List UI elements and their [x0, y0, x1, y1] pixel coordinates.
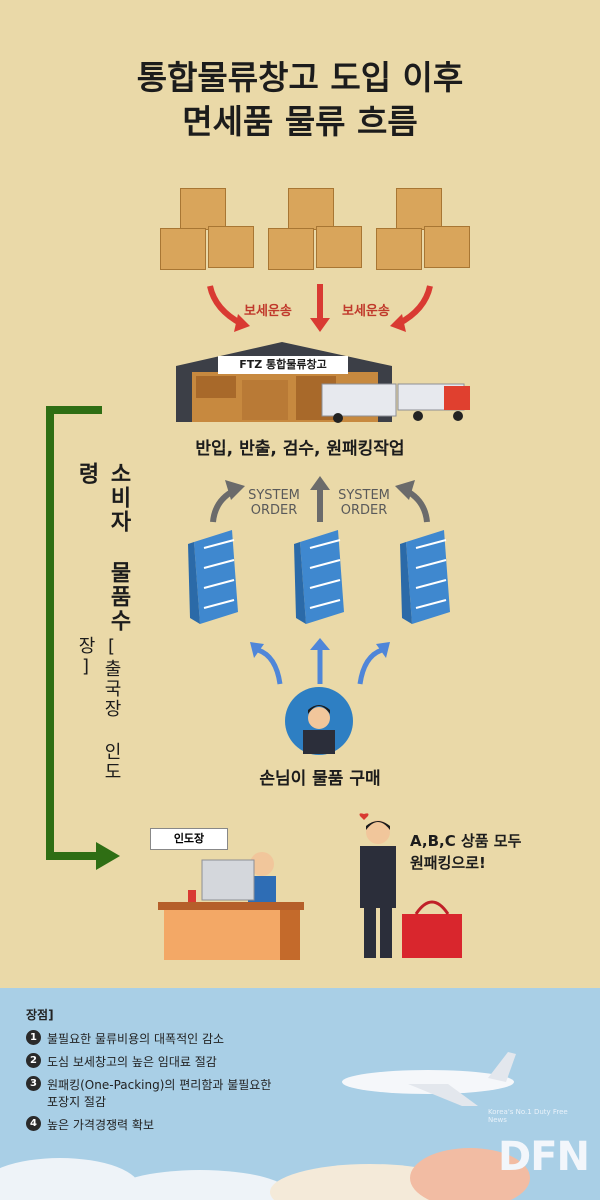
transport-label-left: 보세운송 [244, 304, 292, 319]
customer-caption: 손님이 물품 구매 [259, 769, 381, 789]
title-line1: 통합물류창고 도입 이후 [136, 58, 464, 97]
cloud-decoration [0, 1148, 530, 1200]
duty-free-building-middle [294, 530, 344, 624]
title-line2: 면세품 물류 흐름 [182, 102, 418, 141]
side-label-main: 소비자 물품수령 [74, 462, 131, 633]
pickup-speech: A,B,C 상품 모두 원패킹으로! [410, 832, 522, 872]
pickup-sign: 인도장 [150, 828, 228, 850]
box-cluster-right [376, 188, 476, 278]
system-order-right: SYSTEM ORDER [338, 488, 390, 518]
warehouse-caption: 반입, 반출, 검수, 원패킹작업 [195, 439, 405, 459]
duty-free-building-left [188, 530, 238, 624]
transport-label-right: 보세운송 [342, 304, 390, 319]
warehouse-sign: FTZ 통합물류창고 [218, 356, 348, 374]
dfn-logo[interactable]: DFN [498, 1134, 590, 1180]
purchase-arrows [250, 638, 390, 685]
airplane-icon [342, 1052, 516, 1106]
box-cluster-middle [268, 188, 368, 278]
side-label-sub: [출국장 인도장] [75, 636, 122, 782]
pickup-desk-illustration [158, 852, 304, 960]
transport-arrows [207, 284, 433, 332]
duty-free-building-right [400, 530, 450, 624]
box-cluster-left [160, 188, 260, 278]
consumer-pickup-bracket [46, 406, 120, 870]
system-order-arrows [210, 476, 430, 523]
benefits-panel [0, 988, 600, 1200]
system-order-left: SYSTEM ORDER [248, 488, 300, 518]
benefits-heading: 장점] [26, 1008, 54, 1022]
customer-avatar [285, 687, 353, 755]
shopper-illustration [359, 813, 462, 958]
warehouse-icon [176, 342, 470, 423]
logo-tagline: Korea's No.1 Duty Free News [488, 1108, 568, 1124]
